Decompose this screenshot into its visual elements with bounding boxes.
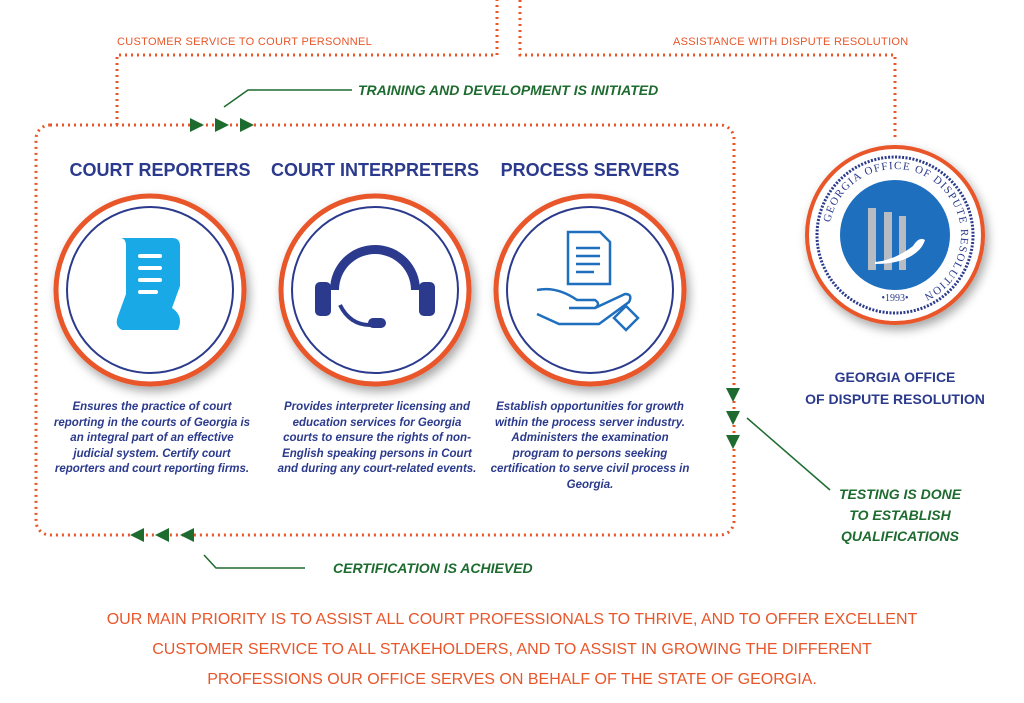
court-reporters-circle (53, 193, 247, 387)
process-servers-description: Establish opportunities for growth withi… (490, 401, 690, 491)
hand-document-icon (536, 230, 640, 332)
court-interpreters-circle (278, 193, 472, 387)
certification-arrows (130, 528, 194, 542)
process-servers-circle (493, 193, 687, 387)
left-connector-line (115, 0, 499, 125)
headset-icon (315, 245, 435, 328)
customer-service-label: CUSTOMER SERVICE TO COURT PERSONNEL (117, 36, 373, 48)
training-label: TRAINING AND DEVELOPMENT IS INITIATED (358, 82, 659, 98)
dispute-assistance-label: ASSISTANCE WITH DISPUTE RESOLUTION (673, 36, 909, 48)
court-interpreters-title: COURT INTERPRETERS (270, 160, 479, 180)
right-connector-line (518, 0, 897, 140)
seal-year: •1993• (881, 293, 908, 304)
training-arrows (190, 118, 254, 132)
testing-arrows (726, 388, 740, 449)
georgia-odr-seal: GEORGIA OFFICE OF DISPUTE RESOLUTION •19… (805, 145, 985, 325)
cycle-loop (34, 123, 736, 537)
mission-statement: OUR MAIN PRIORITY IS TO ASSIST ALL COURT… (106, 611, 918, 688)
court-reporters-title: COURT REPORTERS (69, 160, 251, 180)
scroll-document-icon (116, 238, 180, 330)
process-servers-title: PROCESS SERVERS (500, 160, 680, 180)
certification-label: CERTIFICATION IS ACHIEVED (333, 560, 533, 576)
court-reporters-description: Ensures the practice of court reporting … (53, 401, 251, 476)
court-interpreters-description: Provides interpreter licensing and educa… (277, 401, 477, 476)
